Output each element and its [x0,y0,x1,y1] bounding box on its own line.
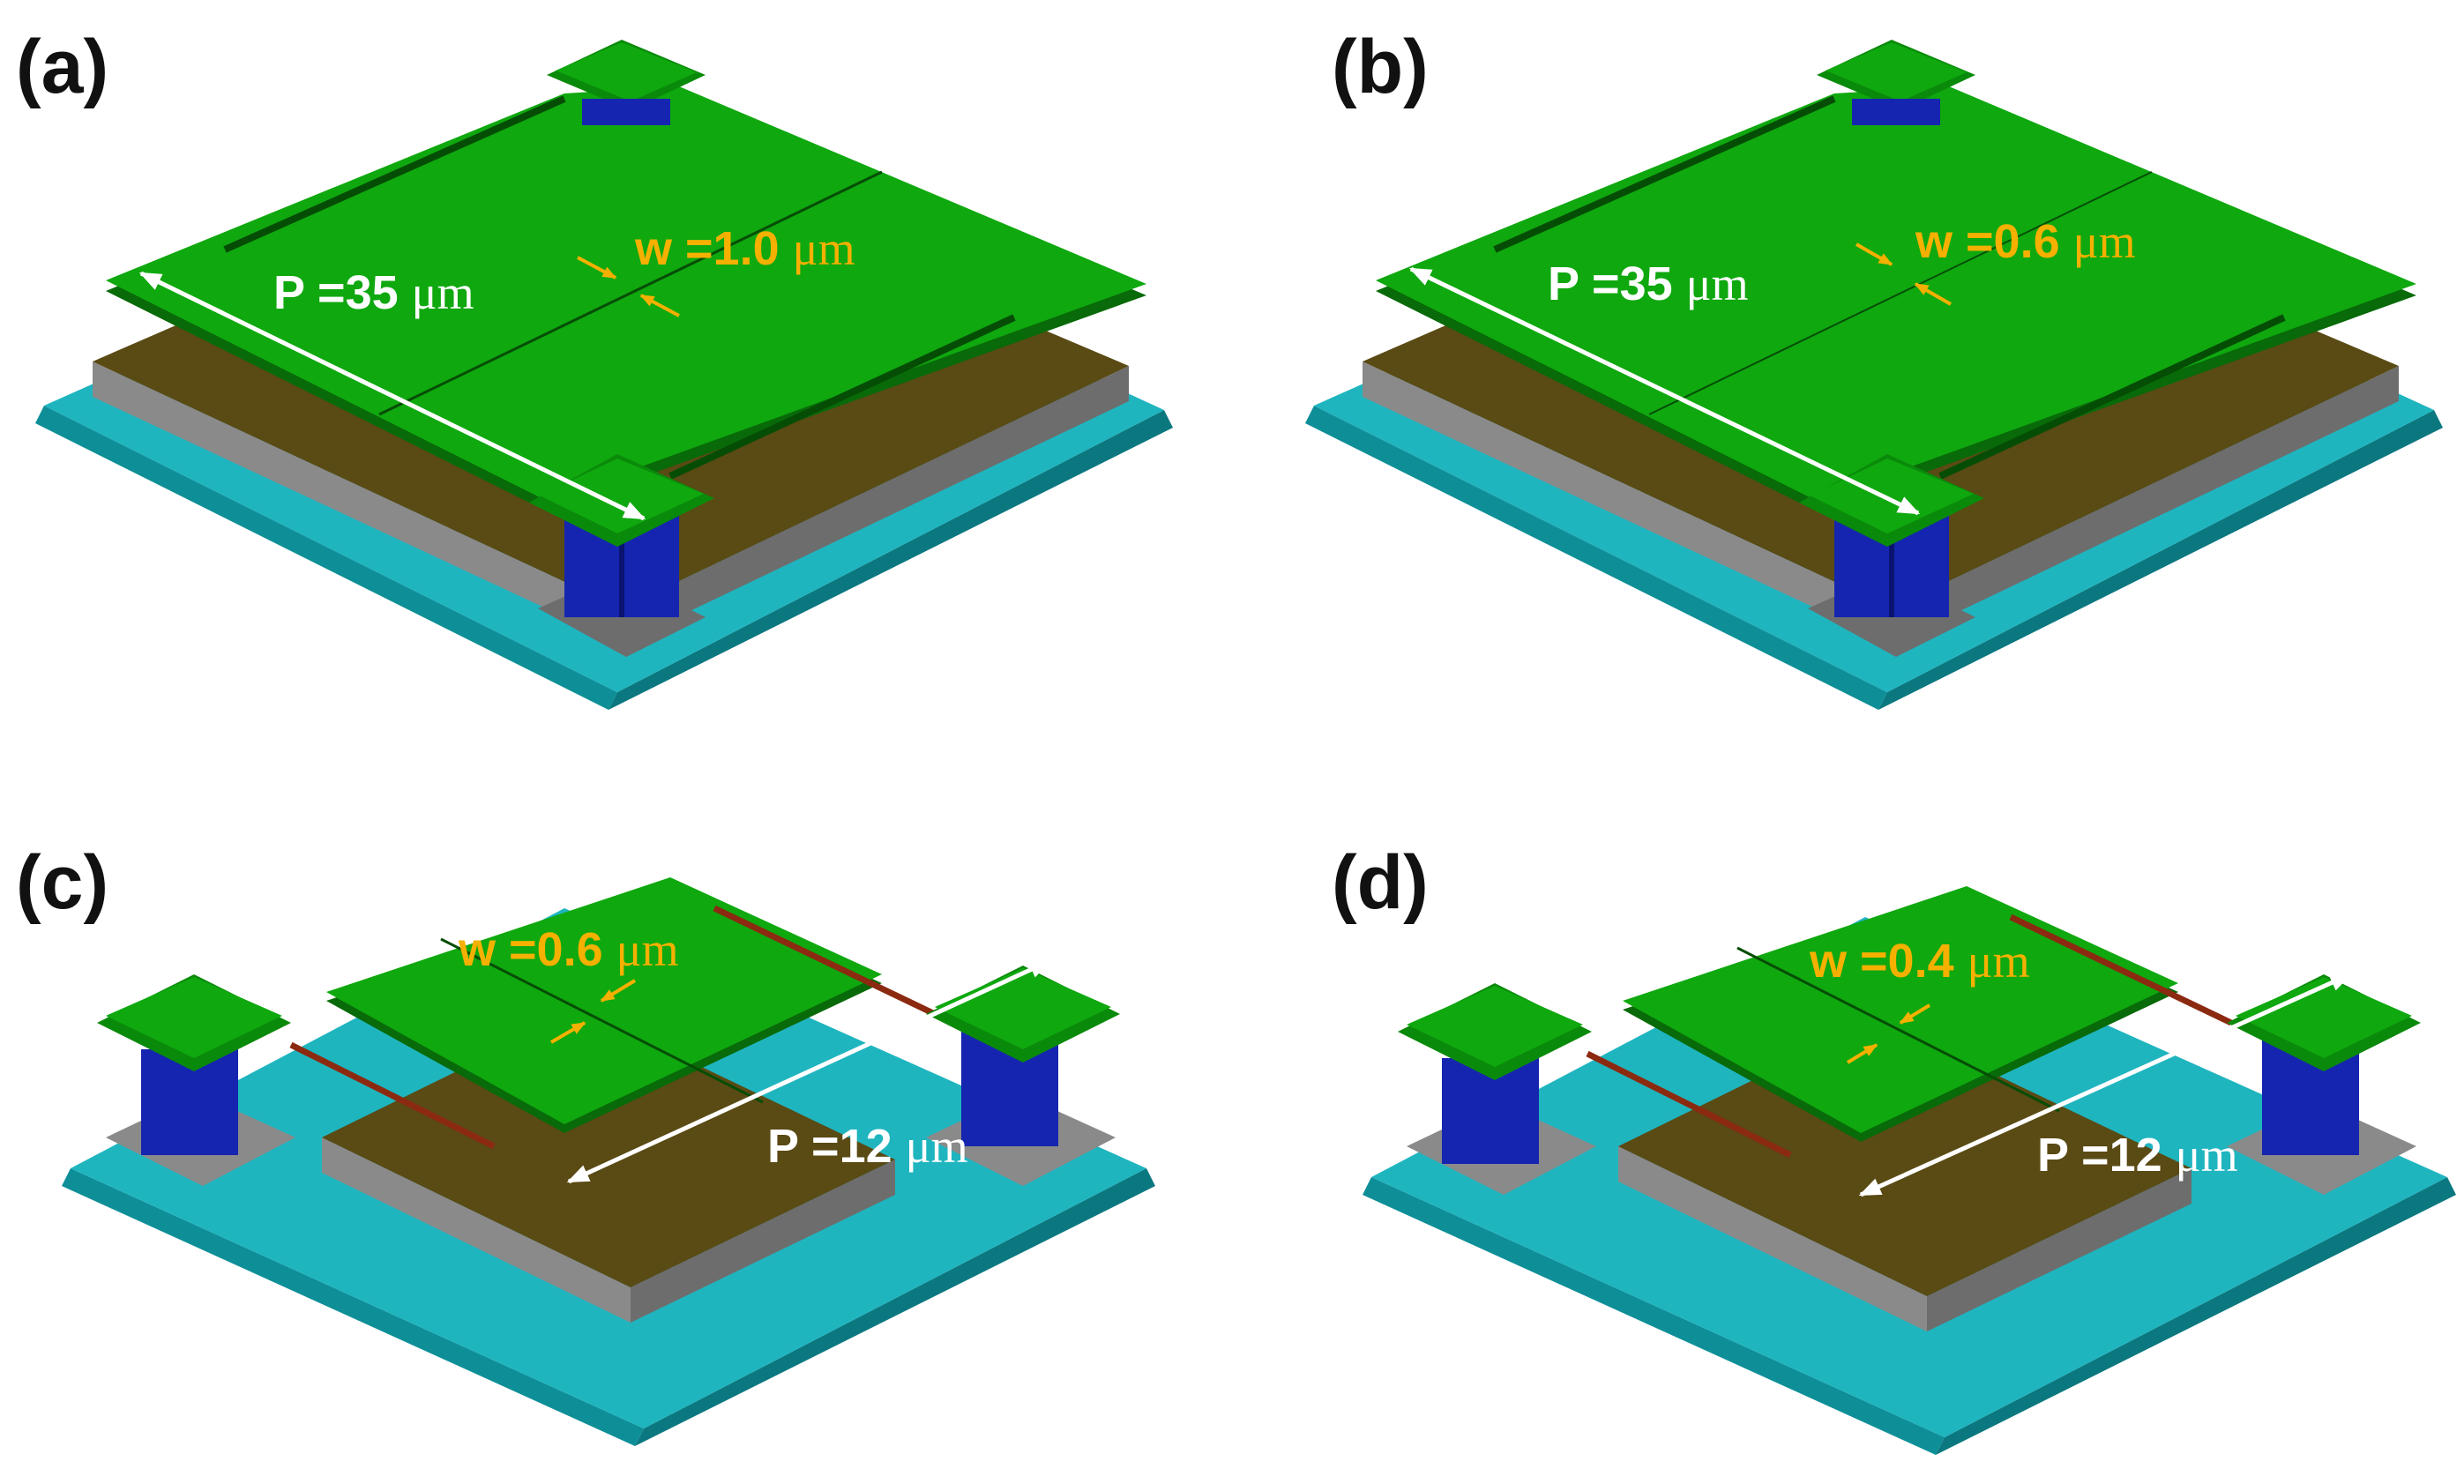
panel-d-width-label: w =0.4 μm [1809,935,2030,988]
panel-d-label: (d) [1332,840,1429,925]
panel-c-pitch-label: P =12 μm [767,1120,968,1173]
panel-b-label: (b) [1332,25,1429,109]
panel-b-pitch-arrow [1408,266,1921,516]
panel-b-pitch-label: P =35 μm [1548,257,1749,310]
panel-a-pitch-label: P =35 μm [273,266,474,319]
panel-b-width-arrow-bottom [1914,282,1952,306]
panel-a-label: (a) [16,25,108,109]
panel-c-width-arrow-top [600,979,637,1003]
panel-a: (a) [16,25,1173,710]
panel-a-width-label: w =1.0 μm [634,222,855,275]
panel-b-width-label: w =0.6 μm [1915,215,2136,268]
panel-a-width-arrow-top [577,256,617,280]
panel-c: (c) [16,840,1155,1446]
panel-d-pitch-arrow [1858,972,2353,1197]
panel-d: (d) [1332,840,2456,1455]
panel-a-width-arrow-bottom [639,294,680,317]
panel-c-width-arrow-bottom [549,1021,586,1044]
panel-b: (b) [1305,25,2443,710]
panel-b-width-arrow-top [1855,242,1893,266]
panel-d-width-arrow-bottom [1846,1043,1878,1064]
panel-d-pitch-label: P =12 μm [2037,1129,2238,1182]
panel-d-width-arrow-top [1899,1003,1931,1025]
panel-c-label: (c) [16,840,108,925]
panel-c-pitch-arrow [566,958,1052,1184]
panel-a-pitch-arrow [138,271,646,521]
panel-c-width-label: w =0.6 μm [458,923,679,976]
